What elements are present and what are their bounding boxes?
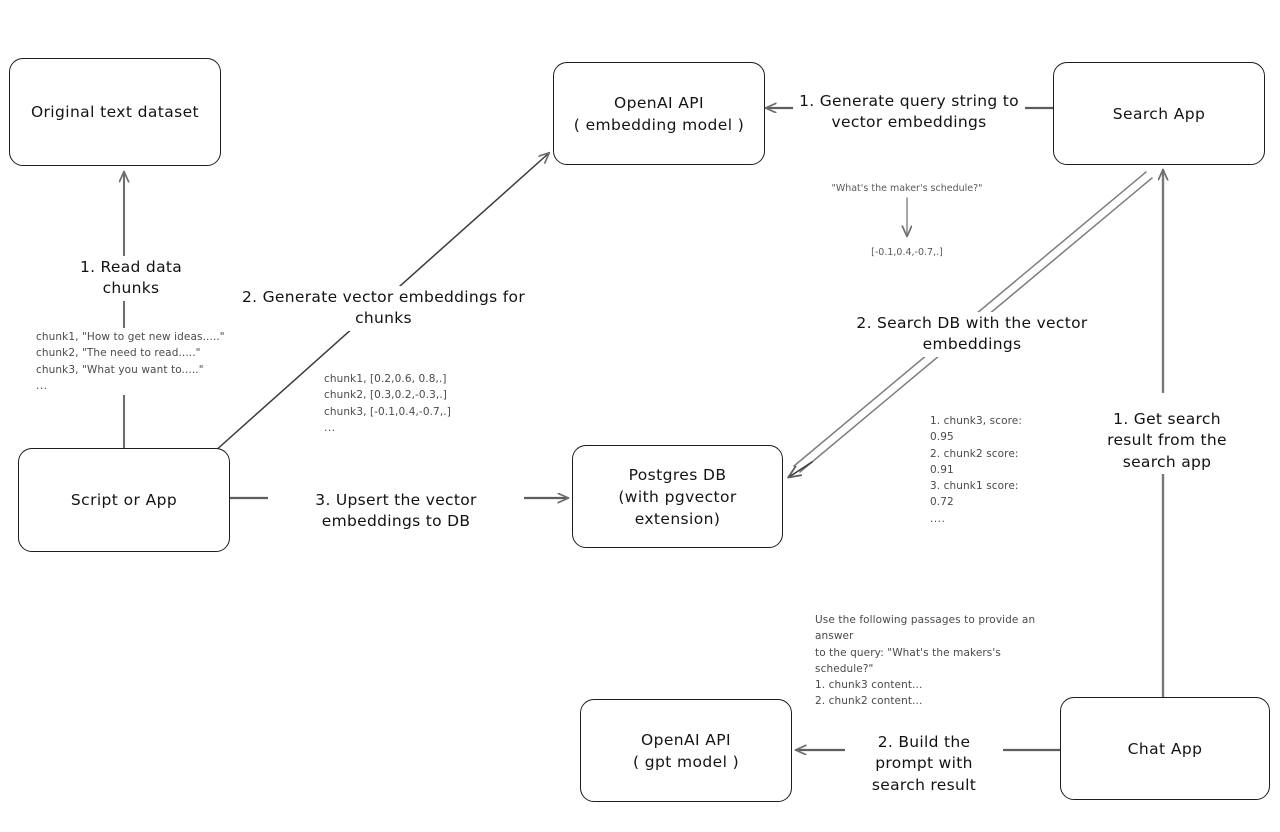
note-prompt-text-line-3: 1. chunk3 content... — [815, 679, 923, 692]
label-step-upsert-to-db: 3. Upsert the vector embeddings to DB — [268, 489, 524, 534]
node-openai-gpt-line2: ( gpt model ) — [632, 752, 740, 771]
connector-search-db-head — [789, 461, 813, 477]
note-chunks-text-line-4: ... — [36, 379, 48, 392]
label-step-generate-query-embeddings: 1. Generate query string to vector embed… — [793, 90, 1025, 135]
label-step-generate-vector-embeddings: 2. Generate vector embeddings for chunks — [236, 286, 531, 331]
node-openai-api-embedding-model[interactable]: OpenAI API ( embedding model ) — [553, 62, 765, 165]
note-chunks-text-line-3: chunk3, "What you want to....." — [36, 363, 204, 376]
node-script-or-app-label: Script or App — [70, 491, 178, 509]
node-original-text-dataset[interactable]: Original text dataset — [9, 58, 221, 166]
node-openai-gpt-line1: OpenAI API — [640, 730, 732, 749]
note-chunks-text: chunk1, "How to get new ideas....." chun… — [33, 328, 233, 396]
note-chunk-vectors-line-2: chunk2, [0.3,0.2,-0.3,.] — [324, 389, 448, 402]
label-step-build-prompt: 2. Build the prompt with search result — [845, 731, 1003, 798]
note-query-string-text: "What's the maker's schedule?" — [831, 183, 983, 194]
note-query-vector-text: [-0.1,0.4,-0.7,.] — [871, 247, 943, 258]
node-chat-app-label: Chat App — [1127, 739, 1203, 758]
label-step-generate-query-embeddings-text: 1. Generate query string to vector embed… — [799, 92, 1019, 132]
node-original-text-dataset-label: Original text dataset — [30, 103, 200, 121]
note-search-results: 1. chunk3, score: 0.95 2. chunk2 score: … — [927, 412, 1047, 528]
note-prompt-text-line-4: 2. chunk2 content... — [815, 695, 923, 708]
note-search-results-line-2: 2. chunk2 score: 0.91 — [930, 447, 1019, 476]
node-chat-app[interactable]: Chat App — [1060, 697, 1270, 800]
label-step-search-db: 2. Search DB with the vector embeddings — [826, 312, 1118, 357]
label-step-search-db-text: 2. Search DB with the vector embeddings — [856, 314, 1088, 354]
label-step-build-prompt-text: 2. Build the prompt with search result — [871, 733, 977, 794]
note-prompt-text-line-2: to the query: "What's the makers's sched… — [815, 646, 1001, 675]
node-openai-api-gpt-model[interactable]: OpenAI API ( gpt model ) — [580, 699, 792, 802]
note-chunks-text-line-2: chunk2, "The need to read....." — [36, 347, 201, 360]
node-search-app[interactable]: Search App — [1053, 62, 1265, 165]
note-chunk-vectors: chunk1, [0.2,0.6, 0.8,.] chunk2, [0.3,0.… — [321, 370, 491, 438]
node-postgres-db-line1: Postgres DB — [628, 465, 727, 484]
node-postgres-db[interactable]: Postgres DB (with pgvector extension) — [572, 445, 783, 548]
note-prompt-text: Use the following passages to provide an… — [812, 611, 1057, 711]
note-chunk-vectors-line-1: chunk1, [0.2,0.6, 0.8,.] — [324, 373, 447, 385]
note-search-results-line-1: 1. chunk3, score: 0.95 — [930, 415, 1022, 444]
label-step-generate-vector-embeddings-text: 2. Generate vector embeddings for chunks — [242, 288, 525, 328]
note-search-results-line-4: .... — [930, 512, 946, 525]
note-chunk-vectors-line-4: ... — [324, 421, 336, 434]
label-step-read-data-chunks: 1. Read data chunks — [46, 256, 216, 301]
note-prompt-text-line-1: Use the following passages to provide an… — [815, 614, 1036, 643]
label-step-read-data-chunks-text: 1. Read data chunks — [79, 258, 183, 298]
note-chunks-text-line-1: chunk1, "How to get new ideas....." — [36, 331, 225, 343]
node-postgres-db-line2: (with pgvector extension) — [618, 487, 737, 528]
label-step-upsert-to-db-text: 3. Upsert the vector embeddings to DB — [315, 491, 477, 531]
label-step-get-search-result: 1. Get search result from the search app — [1090, 408, 1244, 475]
node-openai-embedding-line2: ( embedding model ) — [573, 115, 745, 134]
note-chunk-vectors-line-3: chunk3, [-0.1,0.4,-0.7,.] — [324, 405, 451, 418]
note-query-vector: [-0.1,0.4,-0.7,.] — [857, 245, 957, 261]
label-step-get-search-result-text: 1. Get search result from the search app — [1107, 410, 1227, 471]
node-search-app-label: Search App — [1112, 104, 1206, 123]
note-search-results-line-3: 3. chunk1 score: 0.72 — [930, 480, 1019, 509]
node-script-or-app[interactable]: Script or App — [18, 448, 230, 552]
node-openai-embedding-line1: OpenAI API — [613, 93, 705, 112]
note-query-string: "What's the maker's schedule?" — [826, 181, 988, 197]
